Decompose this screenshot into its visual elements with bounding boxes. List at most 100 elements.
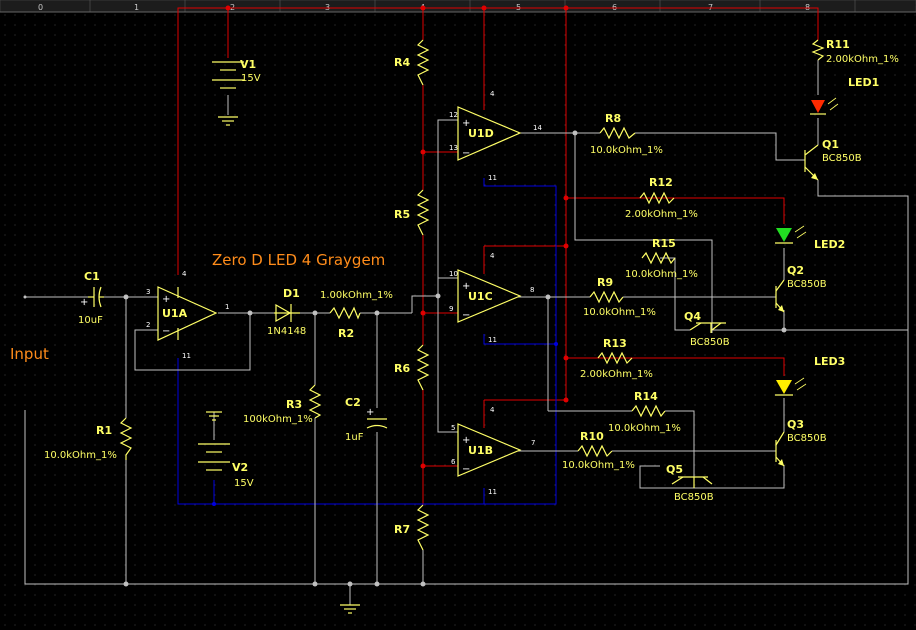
r15-ref: R15 (652, 237, 676, 250)
r14-ref: R14 (634, 390, 658, 403)
r9-value: 10.0kOhm_1% (583, 307, 656, 318)
transistor-q3[interactable] (775, 431, 785, 467)
svg-text:+: + (462, 281, 470, 292)
r4-ref: R4 (394, 56, 410, 69)
led-2[interactable] (775, 225, 807, 244)
r8-ref: R8 (605, 112, 621, 125)
transistor-q1[interactable] (804, 144, 819, 181)
u1d-pin-label: 12 (449, 111, 458, 119)
v2-ref: V2 (232, 461, 248, 474)
u1d-pin-label: 13 (449, 144, 458, 152)
ruler-label-0: 0 (38, 3, 43, 12)
svg-text:+: + (366, 407, 374, 418)
ruler: 0 1 2 3 4 5 6 7 8 (0, 0, 916, 13)
r11-value: 2.00kOhm_1% (826, 54, 899, 65)
resistor-r13[interactable] (597, 351, 633, 365)
capacitor-c1[interactable]: + (80, 286, 104, 308)
led2-ref: LED2 (814, 238, 845, 251)
diode-d1[interactable] (274, 303, 300, 323)
resistor-r2[interactable] (329, 306, 361, 320)
signal-wires (24, 60, 909, 605)
svg-text:−: − (462, 148, 470, 159)
q5-value: BC850B (674, 492, 714, 503)
transistor-q5[interactable] (671, 476, 713, 488)
u1a-pin-label: 2 (146, 321, 150, 329)
r7-ref: R7 (394, 523, 410, 536)
u1d-pin-label: 11 (488, 174, 497, 182)
u1c-pin-label: 11 (488, 336, 497, 344)
c2-value: 1uF (345, 432, 364, 443)
u1d-pin-label: 14 (533, 124, 542, 132)
resistor-r7[interactable] (416, 504, 430, 551)
u1a-ref: U1A (162, 307, 188, 320)
transistor-q4[interactable] (689, 322, 726, 333)
resistor-r14[interactable] (631, 404, 666, 418)
c2-ref: C2 (345, 396, 361, 409)
svg-text:−: − (462, 464, 470, 475)
svg-text:−: − (162, 326, 170, 337)
r3-value: 100kOhm_1% (243, 414, 313, 425)
vcc-net (177, 5, 819, 505)
resistor-r15[interactable] (641, 251, 676, 265)
resistor-r6[interactable] (416, 344, 430, 391)
q4-value: BC850B (690, 337, 730, 348)
q2-value: BC850B (787, 279, 827, 290)
resistor-r8[interactable] (599, 126, 636, 140)
vee-net (177, 178, 558, 506)
u1b-pin-label: 5 (451, 424, 455, 432)
svg-text:+: + (462, 118, 470, 129)
r10-value: 10.0kOhm_1% (562, 460, 635, 471)
input-terminal[interactable] (23, 295, 27, 299)
opamp-u1d[interactable]: + − 12 13 14 4 11 (449, 90, 542, 182)
resistor-r10[interactable] (577, 444, 613, 458)
u1b-pin-label: 11 (488, 488, 497, 496)
r2-ref: R2 (338, 327, 354, 340)
led1-ref: LED1 (848, 76, 879, 89)
u1a-pin-label: 3 (146, 288, 150, 296)
u1a-pin-label: 1 (225, 303, 229, 311)
svg-text:−: − (462, 310, 470, 321)
u1c-ref: U1C (468, 290, 493, 303)
transistor-q2[interactable] (775, 279, 785, 313)
resistor-r4[interactable] (416, 39, 430, 86)
d1-ref: D1 (283, 287, 300, 300)
battery-v2[interactable] (198, 411, 230, 471)
resistor-r9[interactable] (589, 290, 624, 304)
r1-value: 10.0kOhm_1% (44, 450, 117, 461)
u1b-pin-label: 7 (531, 439, 535, 447)
opamp-u1b[interactable]: + − 5 6 7 4 11 (451, 406, 535, 496)
resistor-r11[interactable] (811, 39, 825, 61)
u1c-pin-label: 8 (530, 286, 534, 294)
r12-ref: R12 (649, 176, 673, 189)
q3-ref: Q3 (787, 418, 804, 431)
r1-ref: R1 (96, 424, 112, 437)
resistor-r5[interactable] (416, 189, 430, 236)
c1-ref: C1 (84, 270, 100, 283)
led-3[interactable] (775, 377, 807, 396)
svg-text:+: + (162, 294, 170, 305)
q1-ref: Q1 (822, 138, 839, 151)
resistor-r1[interactable] (119, 417, 133, 460)
svg-text:+: + (80, 297, 88, 308)
r13-ref: R13 (603, 337, 627, 350)
opamp-u1a[interactable]: + − 3 2 1 4 11 (146, 270, 229, 360)
u1b-pin-label: 6 (451, 458, 456, 466)
ruler-label-1: 1 (134, 3, 139, 12)
v1-ref: V1 (240, 58, 256, 71)
led-1[interactable] (810, 97, 839, 115)
r14-value: 10.0kOhm_1% (608, 423, 681, 434)
q1-value: BC850B (822, 153, 862, 164)
u1c-pin-label: 9 (449, 305, 453, 313)
resistor-r3[interactable] (308, 384, 322, 419)
resistor-r12[interactable] (639, 191, 675, 205)
schematic-title: Zero D LED 4 Graygem (212, 251, 385, 269)
v2-value: 15V (234, 478, 254, 489)
opamp-u1c[interactable]: + − 10 9 8 4 11 (449, 252, 534, 344)
capacitor-c2[interactable]: + (366, 407, 388, 429)
r11-ref: R11 (826, 38, 850, 51)
ground-symbol (340, 604, 360, 614)
q4-ref: Q4 (684, 310, 701, 323)
u1d-pin-label: 4 (490, 90, 495, 98)
battery-v1[interactable] (212, 61, 244, 126)
